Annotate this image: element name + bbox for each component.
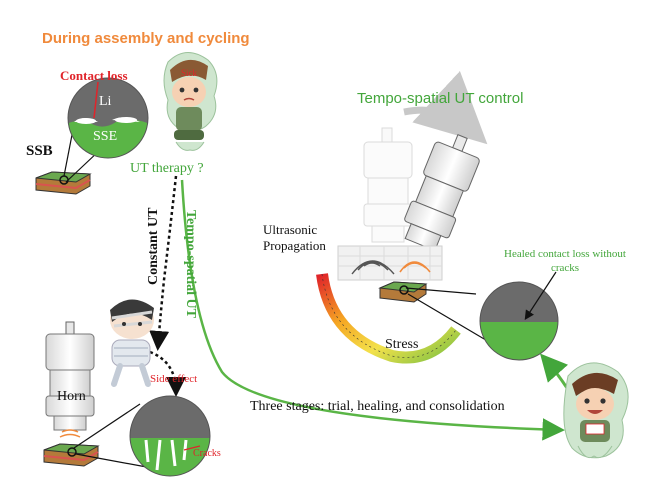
ghost-horn-icon <box>363 127 413 243</box>
cracks-label: Cracks <box>193 448 221 459</box>
healed-zoom-line-bottom <box>407 293 497 347</box>
three-stages-label: Three stages: trial, healing, and consol… <box>250 399 505 414</box>
healed-zoom-line-top <box>405 287 477 295</box>
crack-zoom-line-bottom <box>75 453 153 469</box>
contact-loss-circle <box>67 77 149 159</box>
diagram-title: During assembly and cycling <box>42 30 250 47</box>
ssb-label: SSB <box>26 143 53 159</box>
stress-label: Stress <box>385 337 419 352</box>
li-label: Li <box>99 94 112 109</box>
sick-badge: Sick <box>181 68 198 78</box>
ssb-cell-bottom-icon <box>43 443 100 467</box>
tempo-spatial-ut-arrow <box>180 179 565 441</box>
contact-loss-pointer <box>93 81 99 119</box>
healed-circle <box>479 281 559 361</box>
ssb-cell-right-icon <box>378 281 428 303</box>
happy-character-icon <box>563 362 629 459</box>
contact-loss-label: Contact loss <box>60 68 128 83</box>
ultrasonic-horn-icon <box>45 321 95 438</box>
ultrasonic-propagation-label: Ultrasonic Propagation <box>263 222 326 253</box>
ut-therapy-label: UT therapy ? <box>130 161 204 176</box>
constant-ut-arrow <box>149 175 178 351</box>
bandaged-character-icon <box>110 299 154 387</box>
side-effect-label: Side effect <box>150 373 198 385</box>
tempo-spatial-ut-label: Tempo-spatial UT <box>183 210 198 319</box>
sse-label: SSE <box>93 129 118 144</box>
side-effect-arrow <box>149 350 186 397</box>
ssb-cell-icon <box>35 171 92 195</box>
horn-label: Horn <box>57 389 86 404</box>
healed-label: Healed contact loss without cracks <box>504 248 626 274</box>
crack-zoom-line-top <box>73 403 141 449</box>
propagation-block <box>337 245 443 281</box>
tempo-spatial-control-label: Tempo-spatial UT control <box>357 90 524 107</box>
constant-ut-label: Constant UT <box>146 207 161 285</box>
tilted-horn-icon <box>404 134 480 252</box>
sick-character-icon <box>163 52 218 151</box>
healed-pointer <box>524 271 557 321</box>
rotation-arrow <box>403 71 488 145</box>
